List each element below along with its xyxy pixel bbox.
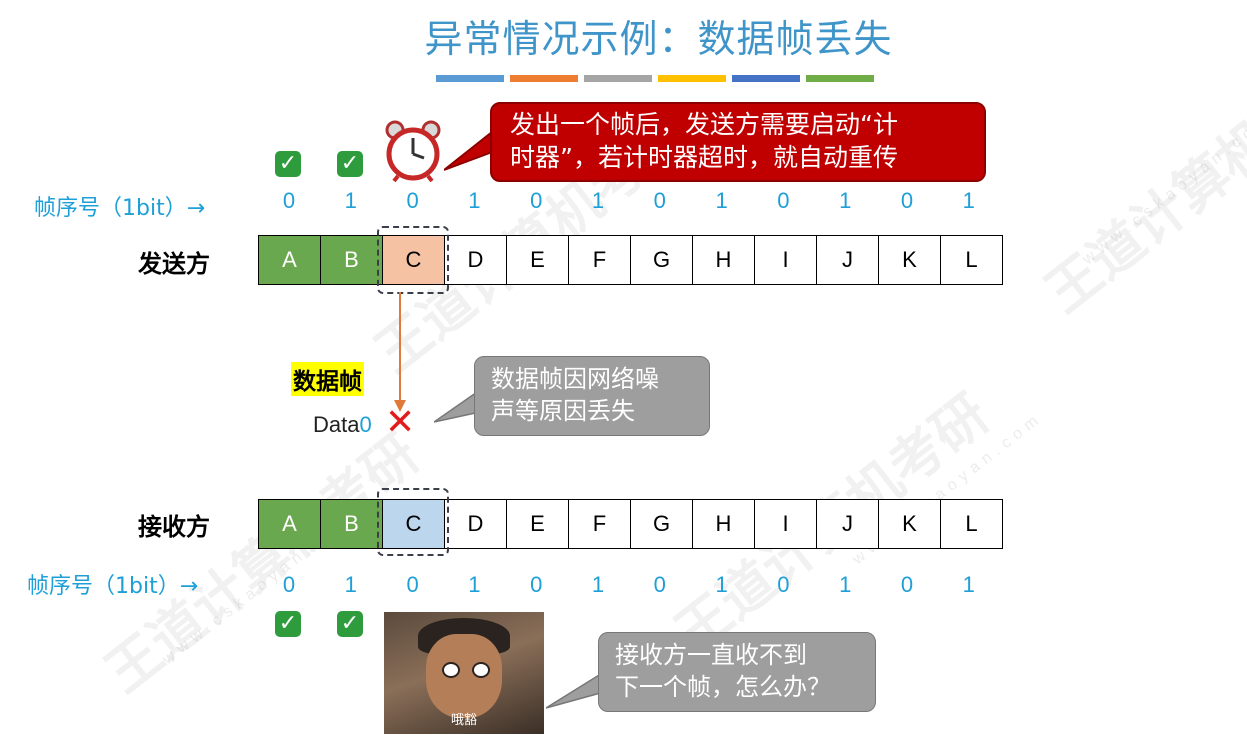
check-icon: ✓ <box>275 611 301 637</box>
loss-callout-box: 数据帧因网络噪 声等原因丢失 <box>474 356 710 436</box>
check-icon: ✓ <box>337 151 363 177</box>
title-bar-segment <box>510 75 578 82</box>
sender-frame-cell: L <box>940 235 1003 285</box>
receiver-frame-cell: F <box>568 499 631 549</box>
check-icon: ✓ <box>337 611 363 637</box>
receiver-seq-number: 1 <box>468 572 481 597</box>
watermark: 王道计算机考研 <box>1033 42 1247 325</box>
title-bar-segment <box>584 75 652 82</box>
timer-callout-line2: 时器”，若计时器超时，就自动重传 <box>510 143 898 172</box>
data-frame-label: 数据帧 <box>291 362 364 396</box>
sender-seq-number: 0 <box>900 188 914 213</box>
alarm-clock-icon <box>382 120 444 183</box>
sender-frame-cell: G <box>630 235 693 285</box>
receiver-seq-label: 帧序号（1bit）→ <box>27 574 199 599</box>
check-icon: ✓ <box>275 151 301 177</box>
receiver-callout-box: 接收方一直收不到 下一个帧，怎么办？ <box>598 632 876 712</box>
receiver-frame-cell: A <box>258 499 321 549</box>
title-underline <box>436 75 874 82</box>
receiver-window <box>377 488 449 556</box>
data-frame-name-text: Data <box>313 412 360 437</box>
sender-seq-number: 1 <box>962 188 975 213</box>
receiver-seq-number: 1 <box>962 572 975 597</box>
receiver-frame-cell: L <box>940 499 1003 549</box>
page-title: 异常情况示例：数据帧丢失 <box>424 17 893 61</box>
sender-frame-cell: B <box>320 235 383 285</box>
title-bar-segment <box>658 75 726 82</box>
sender-seq-number: 0 <box>530 188 543 213</box>
sender-frame-cell: H <box>692 235 755 285</box>
data-frame-seq: 0 <box>359 412 372 437</box>
meme-eye <box>442 662 460 678</box>
watermark: 王道计算机考研 <box>93 422 431 705</box>
sender-frame-cell: A <box>258 235 321 285</box>
timer-callout-line1: 发出一个帧后，发送方需要启动“计 <box>510 110 898 139</box>
receiver-frame-cell: G <box>630 499 693 549</box>
watermark: www.cskaoyan.com <box>1079 109 1247 269</box>
meme-face <box>426 634 502 718</box>
sender-label: 发送方 <box>138 250 210 278</box>
sender-frame-cell: D <box>444 235 507 285</box>
sender-seq-label: 帧序号（1bit）→ <box>34 196 206 221</box>
loss-callout-line1: 数据帧因网络噪 <box>491 365 659 393</box>
sender-seq-number: 1 <box>715 188 728 213</box>
receiver-frame-cell: K <box>878 499 941 549</box>
receiver-seq-number: 0 <box>530 572 543 597</box>
sender-frame-cell: K <box>878 235 941 285</box>
sender-seq-number: 1 <box>591 188 605 213</box>
receiver-frame-cell: D <box>444 499 507 549</box>
receiver-callout-line1: 接收方一直收不到 <box>615 641 807 669</box>
sender-frame-cell: F <box>568 235 631 285</box>
timer-callout-box: 发出一个帧后，发送方需要启动“计 时器”，若计时器超时，就自动重传 <box>490 102 986 182</box>
transmit-arrow <box>392 292 408 414</box>
meme-image: 哦豁 <box>384 612 544 734</box>
receiver-seq-number: 0 <box>653 572 666 597</box>
sender-seq-number: 0 <box>282 188 296 213</box>
receiver-seq-number: 0 <box>406 572 419 597</box>
receiver-seq-number: 1 <box>839 572 852 597</box>
sender-seq-number: 1 <box>344 188 357 213</box>
x-mark-icon: ✕ <box>385 402 416 443</box>
receiver-seq-number: 0 <box>900 572 914 597</box>
receiver-callout-line2: 下一个帧，怎么办？ <box>615 673 831 701</box>
meme-eye <box>472 662 490 678</box>
sender-frame-cell: I <box>754 235 817 285</box>
sender-seq-number: 0 <box>777 188 790 213</box>
title-bar-segment <box>806 75 874 82</box>
sender-seq-number: 1 <box>839 188 852 213</box>
receiver-seq-number: 0 <box>282 572 296 597</box>
receiver-frame-cell: J <box>816 499 879 549</box>
receiver-seq-number: 0 <box>777 572 790 597</box>
sender-seq-number: 0 <box>406 188 419 213</box>
sender-seq-number: 1 <box>468 188 481 213</box>
receiver-seq-number: 1 <box>715 572 728 597</box>
receiver-frame-cell: I <box>754 499 817 549</box>
data-frame-name: Data0 <box>313 412 372 438</box>
sender-seq-number: 0 <box>653 188 666 213</box>
receiver-frame-cell: C <box>382 499 445 549</box>
receiver-frame-cell: E <box>506 499 569 549</box>
loss-callout-line2: 声等原因丢失 <box>491 397 635 425</box>
receiver-seq-number: 1 <box>591 572 605 597</box>
title-bar-segment <box>436 75 504 82</box>
sender-window <box>377 226 449 294</box>
sender-frame-cell: E <box>506 235 569 285</box>
receiver-frame-cell: H <box>692 499 755 549</box>
receiver-seq-number: 1 <box>344 572 357 597</box>
meme-caption: 哦豁 <box>450 713 477 728</box>
receiver-frame-cell: B <box>320 499 383 549</box>
title-bar-segment <box>732 75 800 82</box>
receiver-label: 接收方 <box>138 513 210 541</box>
sender-frame-cell: J <box>816 235 879 285</box>
